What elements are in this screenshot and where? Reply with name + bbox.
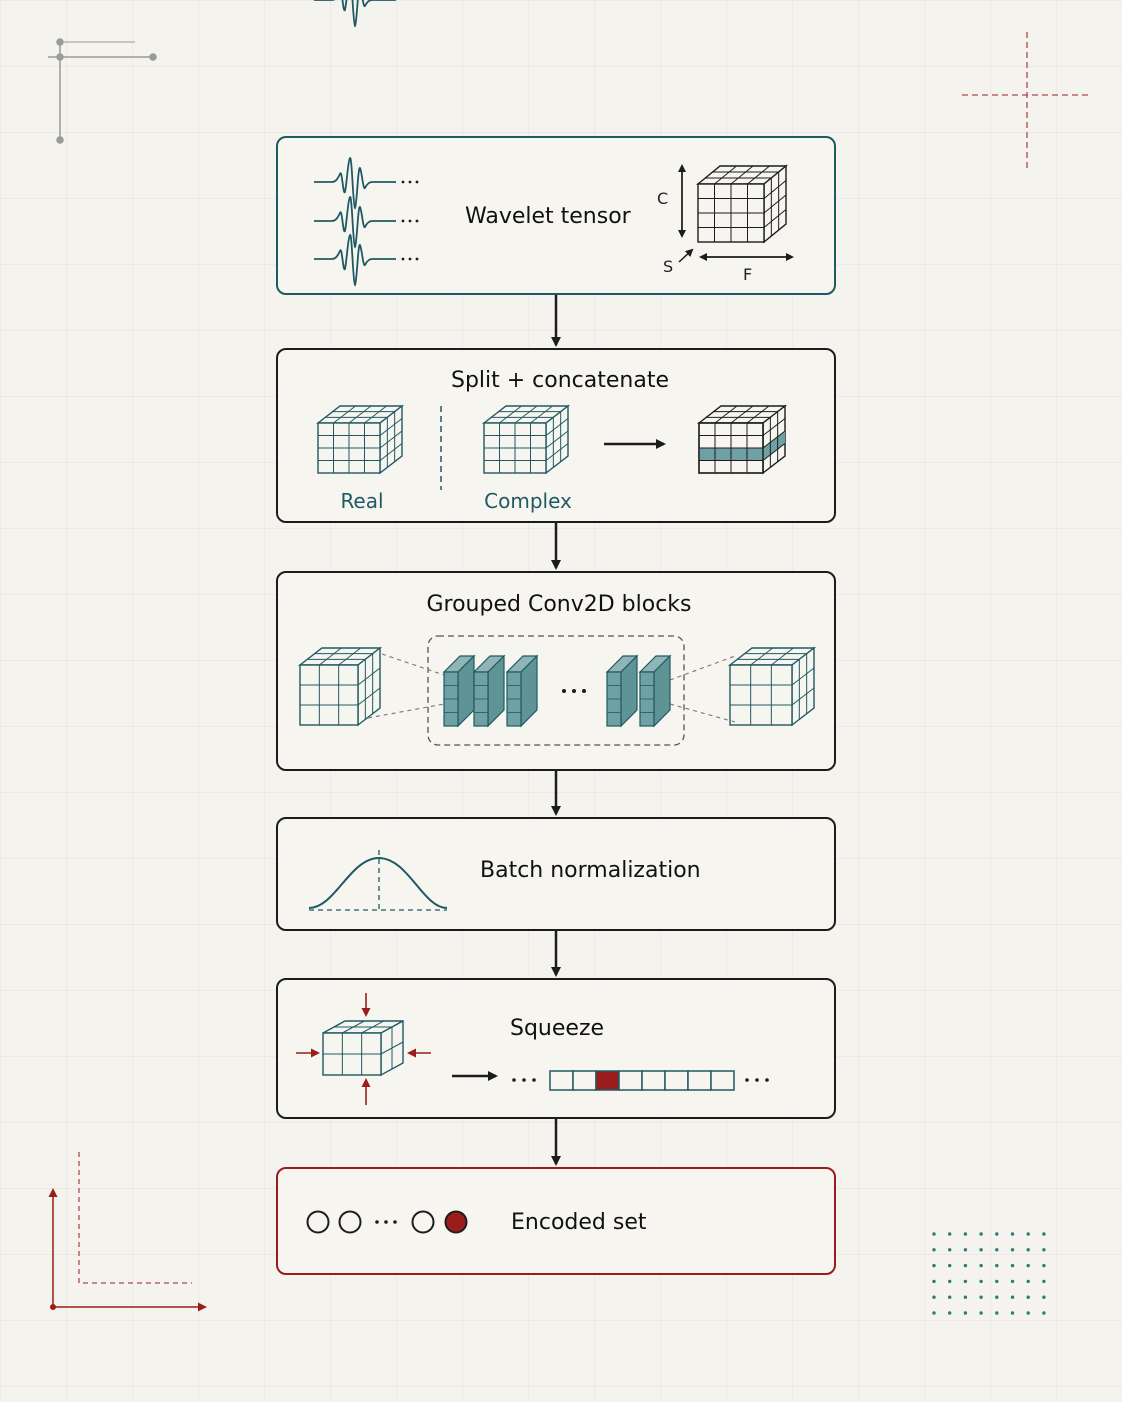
gaussian-curve-icon bbox=[308, 850, 448, 911]
feature-vector-icon bbox=[549, 1070, 735, 1091]
stage-title-squeeze: Squeeze bbox=[510, 1016, 605, 1041]
label-real: Real bbox=[340, 489, 384, 513]
squeeze-cube-icon bbox=[322, 1019, 404, 1077]
corner-ornament-bottom-right bbox=[932, 1232, 1046, 1315]
axis-label-s: S bbox=[663, 257, 674, 276]
vector-ellipsis-right bbox=[745, 1078, 769, 1082]
complex-cube-icon bbox=[481, 404, 571, 475]
conv-ellipsis bbox=[562, 689, 586, 693]
wavelet-signal-row-1 bbox=[314, 157, 419, 210]
axis-label-f: F bbox=[743, 265, 753, 284]
conv-input-cube-icon bbox=[297, 646, 383, 727]
encoded-set-ellipsis bbox=[375, 1220, 397, 1224]
corner-ornament-bottom-left bbox=[48, 1152, 207, 1312]
conv-output-cube-icon bbox=[727, 646, 817, 727]
wavelet-signal-row-2 bbox=[314, 196, 419, 249]
stage-title-wavelet-tensor: Wavelet tensor bbox=[465, 204, 631, 229]
stage-title-split-concatenate: Split + concatenate bbox=[450, 368, 670, 393]
squeeze-arrows-icon bbox=[296, 993, 431, 1105]
vector-ellipsis-left bbox=[512, 1078, 536, 1082]
conv-group-frame bbox=[427, 635, 685, 746]
label-complex: Complex bbox=[484, 489, 572, 513]
corner-ornament-top-right bbox=[962, 32, 1090, 168]
stage-title-batch-normalization: Batch normalization bbox=[480, 858, 701, 883]
stage-title-grouped-conv: Grouped Conv2D blocks bbox=[426, 592, 692, 617]
stage-title-encoded-set: Encoded set bbox=[511, 1210, 647, 1235]
tensor-cube-icon bbox=[678, 164, 794, 263]
stage-encoded-set bbox=[276, 1167, 836, 1275]
conv-dashed-links bbox=[367, 653, 736, 723]
wavelet-signal-row-3 bbox=[314, 234, 419, 287]
corner-ornament-top-left bbox=[48, 38, 157, 144]
axis-label-c: C bbox=[657, 189, 669, 208]
concatenated-cube-icon bbox=[696, 404, 788, 475]
stage-wavelet-tensor bbox=[276, 136, 836, 295]
conv-block-stack bbox=[442, 654, 672, 728]
wavelet-signals-icon bbox=[314, 0, 396, 28]
encoded-set-icon bbox=[306, 1210, 468, 1234]
stage-batch-normalization bbox=[276, 817, 836, 931]
real-cube-icon bbox=[315, 404, 405, 475]
